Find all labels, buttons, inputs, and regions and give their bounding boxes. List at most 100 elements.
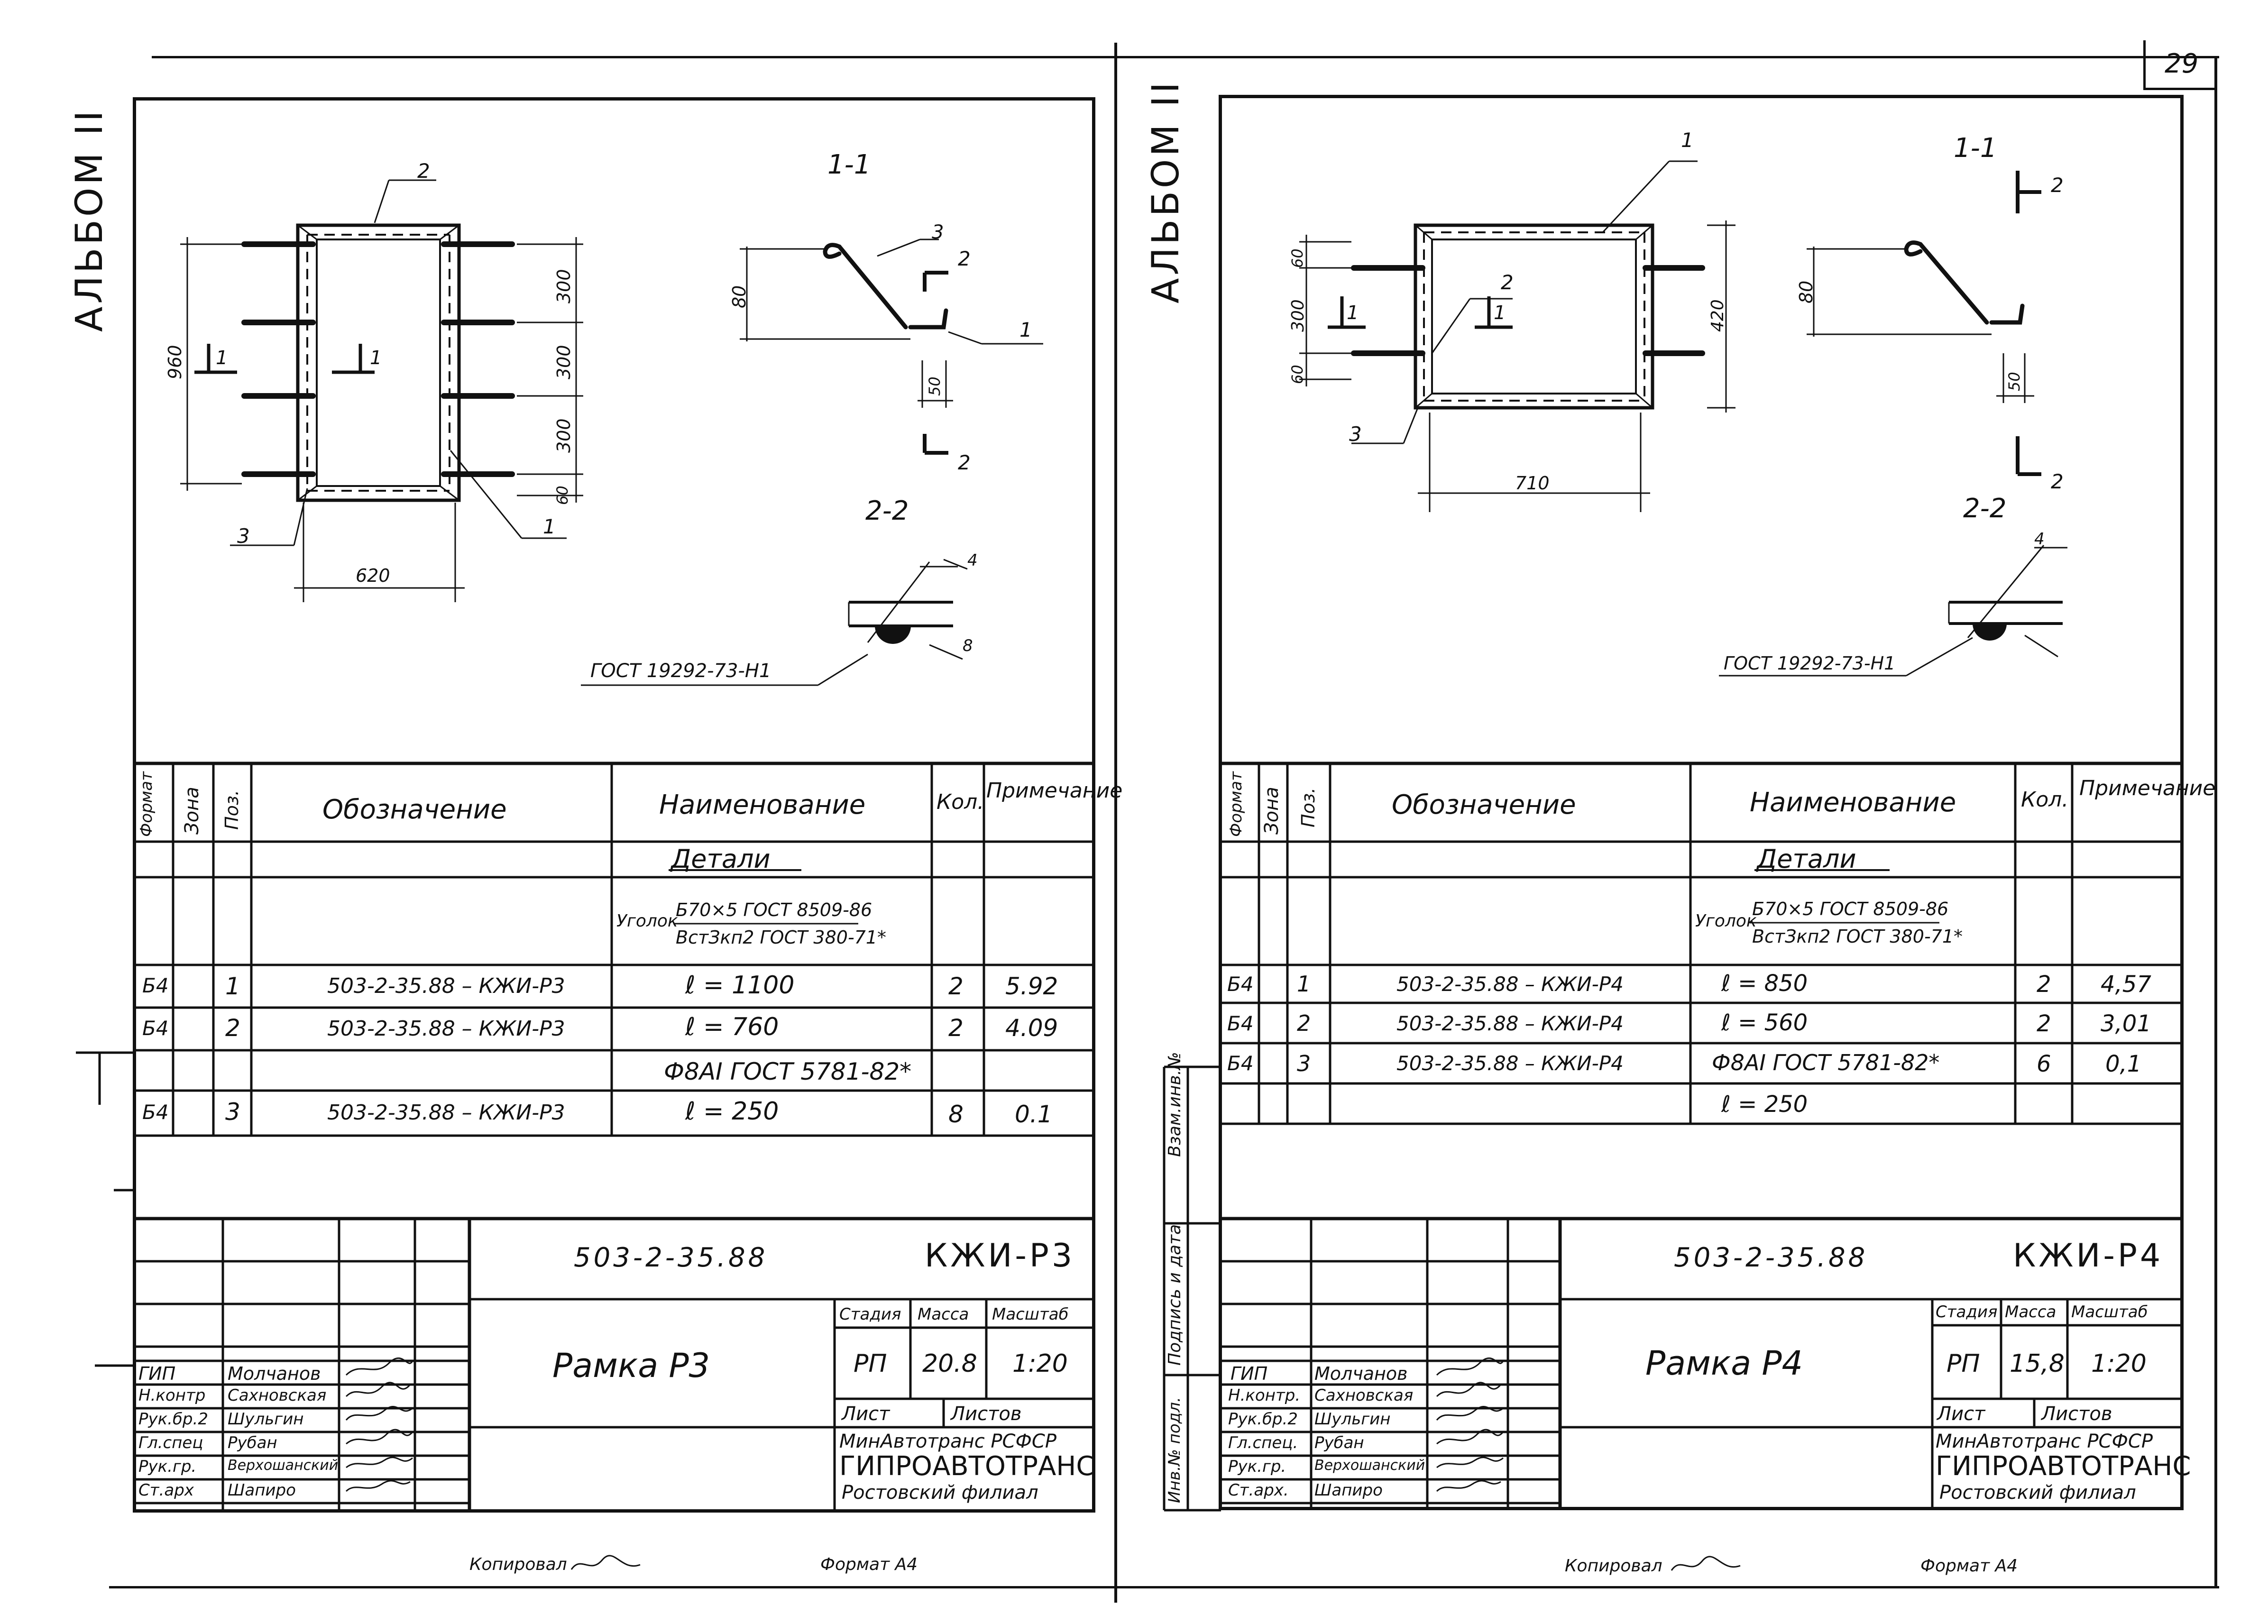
left-row1-pos: 1: [225, 973, 240, 1000]
left-staff-role-4: Гл.спец: [138, 1433, 203, 1452]
right-row2-name: ℓ = 560: [1721, 1009, 1808, 1036]
right-hdr-qty: Кол.: [2021, 788, 2069, 812]
right-staff-role-6: Ст.арх.: [1228, 1481, 1289, 1500]
left-row1-designation: 503-2-35.88 – КЖИ-Р3: [327, 974, 565, 998]
right-mass: 15,8: [2010, 1349, 2065, 1378]
left-sheet-label: Лист: [842, 1403, 890, 1425]
right-staff-name-2: Сахновская: [1314, 1386, 1414, 1405]
left-angle-num: Б70×5 ГОСТ 8509-86: [676, 899, 872, 920]
left-staff-role-5: Рук.гр.: [138, 1457, 197, 1476]
right-angle-den: ВстЗкп2 ГОСТ 380-71*: [1752, 926, 1963, 947]
left-row1-qty: 2: [948, 973, 964, 1000]
right-row1-name: ℓ = 850: [1721, 970, 1808, 997]
left-weld-top: 4: [967, 551, 978, 570]
left-spec-grid: [76, 762, 1095, 1513]
right-org1: МинАвтотранс РСФСР: [1936, 1431, 2153, 1452]
left-callout-2: 2: [417, 159, 430, 183]
left-row4-designation: 503-2-35.88 – КЖИ-Р3: [327, 1101, 565, 1125]
left-weld-bot: 8: [963, 636, 973, 655]
right-staff-name-6: Шапиро: [1314, 1481, 1383, 1500]
left-frame-drawing: [180, 179, 1043, 686]
right-1-1-sec2-top: 2: [2051, 174, 2064, 197]
left-row4-note: 0.1: [1015, 1101, 1053, 1128]
left-staff-name-5: Верхошанский: [228, 1457, 339, 1474]
right-hdr-pos: Поз.: [1298, 787, 1319, 827]
left-row3-name: Ф8АI ГОСТ 5781-82*: [664, 1058, 912, 1085]
right-row2-qty: 2: [2037, 1010, 2051, 1037]
right-staff-role-2: Н.контр.: [1228, 1386, 1301, 1405]
right-format-note: Формат А4: [1920, 1556, 2018, 1576]
right-scale-label: Масштаб: [2071, 1303, 2148, 1321]
top-border-line: [152, 56, 2219, 58]
right-stamp-2: Подпись и дата: [1165, 1224, 1185, 1366]
right-copied-signature: [1671, 1556, 1741, 1571]
left-sheets-label: Листов: [951, 1403, 1022, 1425]
left-staff-name-2: Сахновская: [228, 1386, 327, 1405]
left-hdr-designation: Обозначение: [322, 794, 507, 825]
right-row3-designation: 503-2-35.88 – КЖИ-Р4: [1396, 1052, 1624, 1075]
left-row2-designation: 503-2-35.88 – КЖИ-Р3: [327, 1017, 565, 1041]
right-sec-mark-a: 1: [1347, 302, 1359, 324]
left-row2-qty: 2: [948, 1014, 964, 1042]
left-org3: Ростовский филиал: [842, 1482, 1038, 1504]
right-doc-mark: КЖИ-Р4: [2013, 1237, 2164, 1275]
right-row1-designation: 503-2-35.88 – КЖИ-Р4: [1396, 973, 1624, 996]
left-row4-name: ℓ = 250: [685, 1097, 779, 1126]
right-hdr-zone: Зона: [1261, 787, 1283, 835]
right-mass-label: Масса: [2005, 1303, 2057, 1321]
left-section-1-title: 1-1: [827, 149, 871, 180]
right-signatures: [1436, 1357, 1504, 1492]
right-hdr-name: Наименование: [1750, 787, 1956, 818]
right-spec-grid: [1163, 762, 2184, 1512]
left-1-1-callout-3: 3: [932, 221, 944, 243]
left-title: Рамка Р3: [552, 1346, 710, 1385]
right-section-1-title: 1-1: [1954, 133, 1997, 164]
left-staff-name-6: Шапиро: [228, 1481, 296, 1500]
left-row2-name: ℓ = 760: [685, 1013, 779, 1041]
right-row3-qty: 6: [2037, 1051, 2051, 1077]
left-row4-qty: 8: [948, 1101, 964, 1128]
right-hdr-note: Примечание: [2079, 776, 2216, 800]
right-sheet-frame: [1219, 95, 2184, 1510]
left-1-1-sec2-top: 2: [958, 247, 971, 270]
left-staff-name-4: Рубан: [228, 1433, 277, 1452]
left-dim-width: 620: [356, 565, 390, 586]
right-stamp-3: Инв.№ подл.: [1165, 1397, 1184, 1503]
left-1-1-sec2-bot: 2: [958, 451, 971, 474]
left-copied: Копировал: [469, 1555, 567, 1574]
left-staff-role-3: Рук.бр.2: [138, 1410, 208, 1429]
left-signatures: [345, 1357, 413, 1492]
right-stage-label: Стадия: [1936, 1303, 1998, 1321]
left-format-note: Формат А4: [820, 1555, 918, 1574]
right-title: Рамка Р4: [1645, 1344, 1803, 1383]
left-row2-format: Б4: [142, 1017, 169, 1040]
right-staff-name-4: Рубан: [1314, 1433, 1364, 1452]
right-row3-name: Ф8АI ГОСТ 5781-82*: [1712, 1050, 1940, 1075]
right-sheets-label: Листов: [2041, 1403, 2112, 1425]
right-staff-name-5: Верхошанский: [1314, 1457, 1425, 1474]
page-number: 29: [2165, 48, 2199, 79]
left-sec-mark-a: 1: [216, 347, 228, 369]
right-sheet-label: Лист: [1937, 1403, 1985, 1425]
right-row1-note: 4,57: [2101, 971, 2151, 998]
left-copied-signature: [570, 1555, 641, 1570]
right-copied: Копировал: [1565, 1556, 1662, 1576]
right-org3: Ростовский филиал: [1939, 1482, 2136, 1504]
left-row4-format: Б4: [142, 1101, 169, 1124]
right-row1-qty: 2: [2037, 971, 2051, 998]
left-group-title: Детали: [671, 844, 771, 874]
right-dim-width: 710: [1515, 473, 1550, 494]
right-staff-name-3: Шульгин: [1314, 1410, 1391, 1429]
right-weld-top: 4: [2034, 530, 2045, 549]
right-group-title: Детали: [1757, 844, 1856, 874]
left-section-2-title: 2-2: [865, 495, 909, 526]
right-row3-note: 0,1: [2105, 1051, 2142, 1077]
left-staff-name-1: Молчанов: [228, 1363, 321, 1384]
left-mass: 20.8: [922, 1349, 977, 1378]
right-section-2-title: 2-2: [1963, 493, 2007, 524]
left-stage-label: Стадия: [839, 1305, 901, 1324]
left-doc-code: 503-2-35.88: [574, 1242, 768, 1273]
left-angle-den: ВстЗкп2 ГОСТ 380-71*: [676, 927, 887, 948]
left-sheet-frame: [133, 97, 1095, 1513]
left-scale: 1:20: [1012, 1349, 1068, 1378]
